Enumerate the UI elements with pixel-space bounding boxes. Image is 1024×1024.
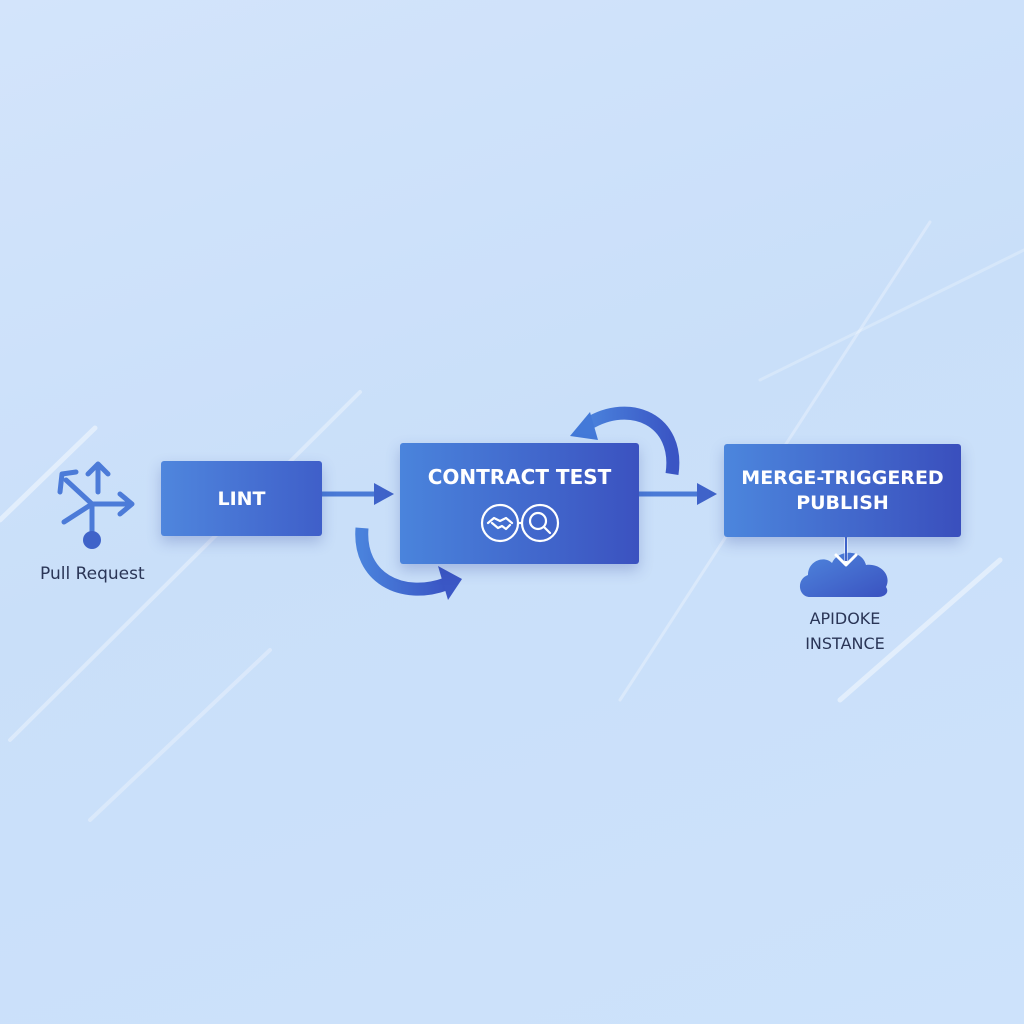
stage-publish-label-line2: PUBLISH	[796, 491, 889, 514]
stage-contract-test-label: CONTRACT TEST	[427, 465, 612, 489]
cloud-download-icon	[799, 537, 888, 597]
instance-label-line2: INSTANCE	[805, 634, 885, 653]
stage-lint-label: LINT	[217, 487, 266, 510]
instance-label-line1: APIDOKE	[809, 609, 881, 628]
handshake-search-icon	[480, 503, 559, 543]
stage-publish-label-line1: MERGE-TRIGGERED	[741, 466, 944, 489]
pull-request-label: Pull Request	[40, 564, 145, 584]
stage-lint: LINT	[161, 461, 322, 536]
apidoke-instance-label: APIDOKE INSTANCE	[780, 606, 910, 656]
arrow-contract-to-publish	[639, 483, 717, 505]
curved-retry-arrow-bottom	[355, 527, 462, 600]
stage-contract-test: CONTRACT TEST	[400, 443, 639, 564]
curved-retry-arrow-top	[570, 406, 680, 475]
pull-request-icon	[57, 461, 135, 549]
arrow-lint-to-contract	[322, 483, 394, 505]
stage-merge-triggered-publish: MERGE-TRIGGERED PUBLISH	[724, 444, 961, 537]
